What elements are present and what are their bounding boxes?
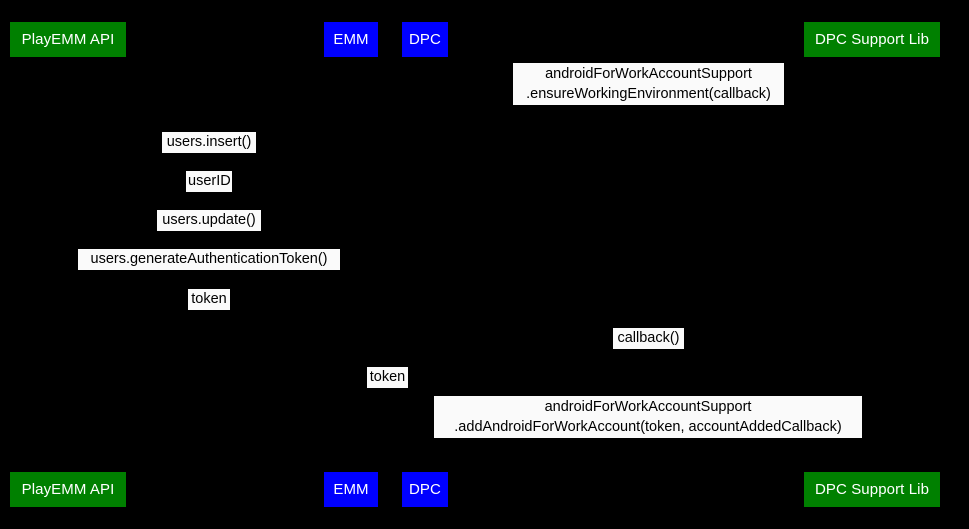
participant-dpc-support-lib-top[interactable]: DPC Support Lib (804, 22, 940, 57)
participant-label: DPC Support Lib (814, 481, 930, 498)
participant-label: EMM (333, 481, 369, 498)
message-label-ensure-working-environment: androidForWorkAccountSupport .ensureWork… (513, 63, 784, 105)
participant-emm-bottom[interactable]: EMM (324, 472, 378, 507)
lifeline-emm (351, 57, 352, 472)
message-label-users-update: users.update() (157, 210, 261, 231)
participant-emm-top[interactable]: EMM (324, 22, 378, 57)
message-label-token-to-emm: token (188, 289, 230, 310)
participant-label: DPC (409, 31, 441, 48)
participant-label: DPC Support Lib (814, 31, 930, 48)
participant-label: DPC (409, 481, 441, 498)
message-label-token-to-dpc: token (367, 367, 408, 388)
participant-dpc-top[interactable]: DPC (402, 22, 448, 57)
lifeline-dpc-support-lib (872, 57, 873, 472)
lifeline-dpc (425, 57, 426, 472)
participant-label: PlayEMM API (21, 481, 115, 498)
participant-dpc-support-lib-bottom[interactable]: DPC Support Lib (804, 472, 940, 507)
lifeline-playemm-api (68, 57, 69, 472)
message-label-add-android-for-work-account: androidForWorkAccountSupport .addAndroid… (434, 396, 862, 438)
participant-playemm-api-top[interactable]: PlayEMM API (10, 22, 126, 57)
participant-label: PlayEMM API (21, 31, 115, 48)
message-label-userid: userID (186, 171, 232, 192)
participant-label: EMM (333, 31, 369, 48)
message-label-callback: callback() (613, 328, 684, 349)
message-label-users-generate-authentication-token: users.generateAuthenticationToken() (78, 249, 340, 270)
message-label-users-insert: users.insert() (162, 132, 256, 153)
participant-dpc-bottom[interactable]: DPC (402, 472, 448, 507)
participant-playemm-api-bottom[interactable]: PlayEMM API (10, 472, 126, 507)
